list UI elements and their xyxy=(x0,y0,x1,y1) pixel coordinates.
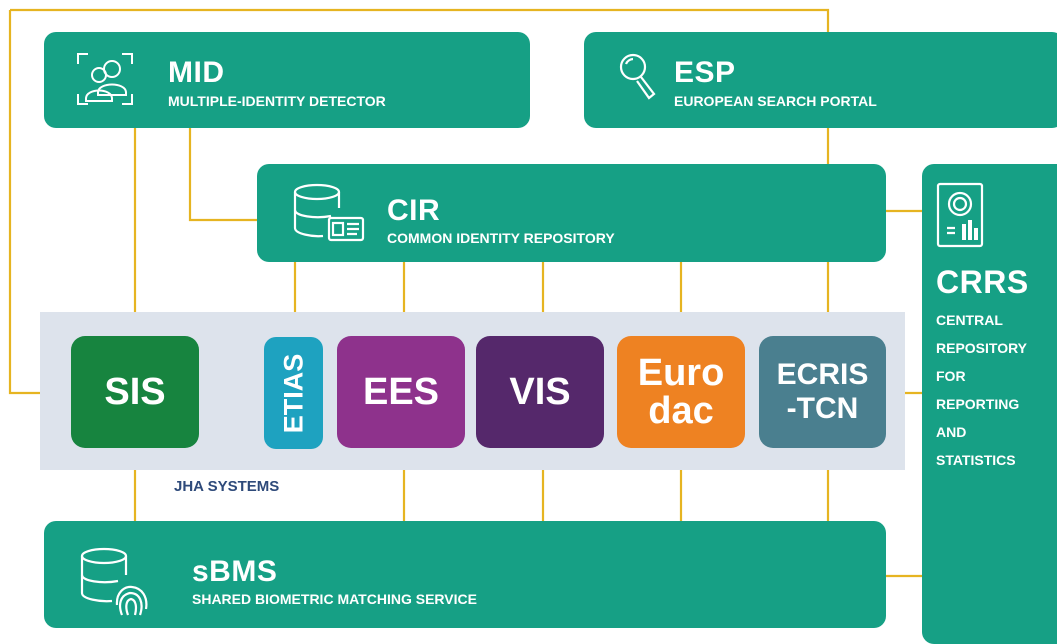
crrs-title: CRRS xyxy=(936,264,1029,300)
cir-box: CIR COMMON IDENTITY REPOSITORY xyxy=(257,164,886,262)
mid-title: MID xyxy=(168,56,225,89)
esp-box: ESP EUROPEAN SEARCH PORTAL xyxy=(584,32,1057,128)
eurodac-label-line2: dac xyxy=(648,390,714,432)
ecris-label-line1: ECRIS xyxy=(776,358,869,391)
crrs-box: CRRS CENTRAL REPOSITORY FOR REPORTING AN… xyxy=(922,164,1057,644)
cir-title: CIR xyxy=(387,194,441,227)
crrs-subtitle-line: FOR xyxy=(936,368,966,384)
search-icon xyxy=(619,53,656,100)
jha-systems-label: JHA SYSTEMS xyxy=(174,478,280,495)
vis-box: VIS xyxy=(476,336,604,448)
esp-title: ESP xyxy=(674,56,736,89)
sbms-box: sBMS SHARED BIOMETRIC MATCHING SERVICE xyxy=(44,521,886,628)
eurodac-label-line1: Euro xyxy=(637,352,725,394)
crrs-subtitle-line: REPOSITORY xyxy=(936,340,1028,356)
database-id-card-icon xyxy=(293,183,365,242)
crrs-subtitle-line: CENTRAL xyxy=(936,312,1003,328)
cir-subtitle: COMMON IDENTITY REPOSITORY xyxy=(387,230,615,246)
sis-label: SIS xyxy=(104,370,166,413)
statistics-report-icon xyxy=(936,182,984,248)
mid-box: MID MULTIPLE-IDENTITY DETECTOR xyxy=(44,32,530,128)
eurodac-box: Euro dac xyxy=(617,336,745,448)
crrs-subtitle-line: STATISTICS xyxy=(936,452,1016,468)
crrs-subtitle-line: REPORTING xyxy=(936,396,1020,412)
ecris-label-line2: -TCN xyxy=(786,392,859,425)
esp-subtitle: EUROPEAN SEARCH PORTAL xyxy=(674,93,877,109)
identity-detector-icon xyxy=(77,53,133,105)
crrs-subtitle: CENTRAL REPOSITORY FOR REPORTING AND STA… xyxy=(936,306,1027,474)
crrs-subtitle-line: AND xyxy=(936,424,967,440)
ees-label: EES xyxy=(362,370,440,413)
ecris-tcn-box: ECRIS -TCN xyxy=(759,336,886,448)
etias-label: ETIAS xyxy=(278,353,309,433)
connector-line xyxy=(188,128,257,222)
database-fingerprint-icon xyxy=(80,547,148,616)
ees-box: EES xyxy=(337,336,465,448)
etias-box: ETIAS xyxy=(264,337,323,449)
sbms-subtitle: SHARED BIOMETRIC MATCHING SERVICE xyxy=(192,591,477,607)
vis-label: VIS xyxy=(509,370,571,413)
mid-subtitle: MULTIPLE-IDENTITY DETECTOR xyxy=(168,93,386,109)
sbms-title: sBMS xyxy=(192,555,278,588)
sis-box: SIS xyxy=(71,336,199,448)
